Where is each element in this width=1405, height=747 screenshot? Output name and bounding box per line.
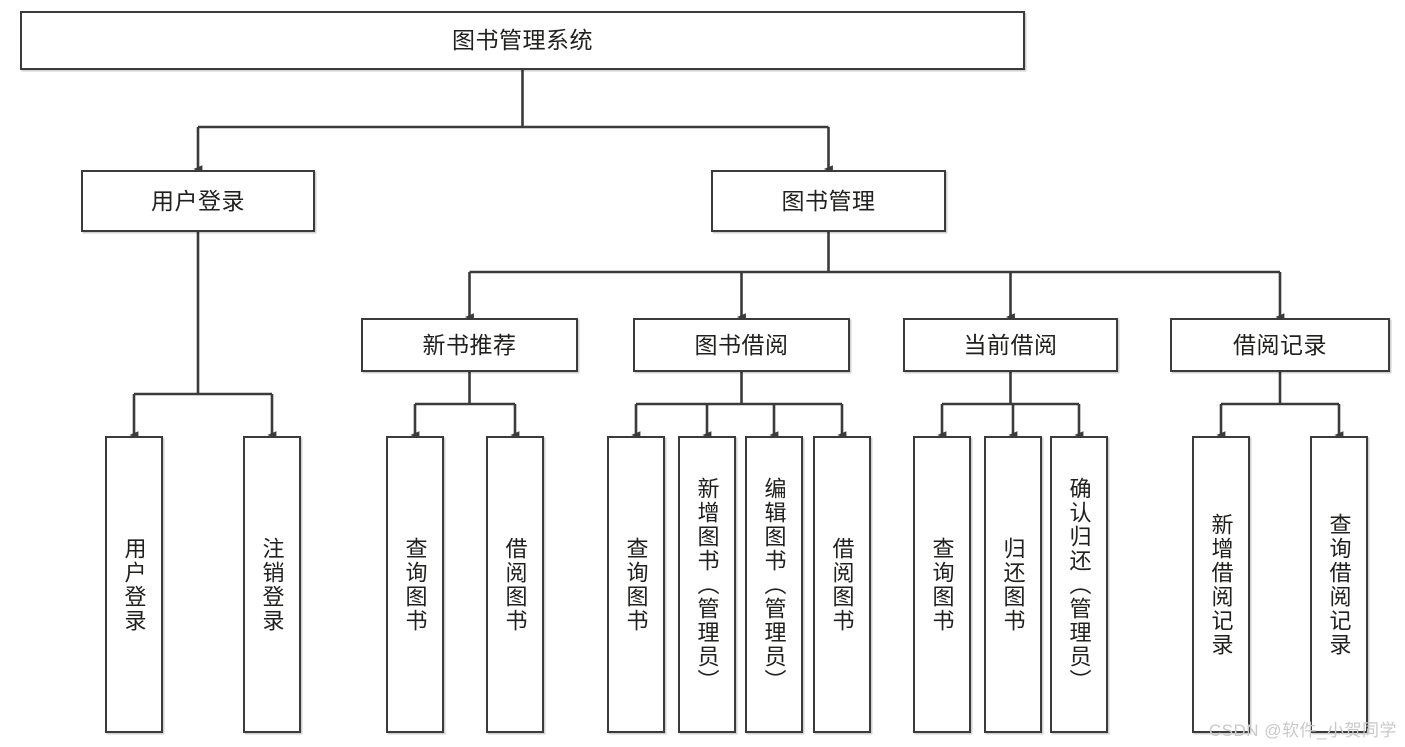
node-label-leaf-rec-query: 查询图书	[402, 536, 428, 633]
node-label-new-book-rec: 新书推荐	[422, 331, 517, 358]
csdn-watermark: CSDN @软件_小贺同学	[1208, 721, 1397, 740]
node-label-book-manage: 图书管理	[781, 187, 876, 214]
node-label-leaf-cb-query: 查询图书	[929, 536, 955, 633]
node-leaf-cb-return[interactable]: 归还图书	[984, 436, 1042, 733]
node-book-manage[interactable]: 图书管理	[711, 170, 946, 232]
node-label-user-login: 用户登录	[151, 187, 245, 214]
node-label-leaf-cb-confirm: 确认归还（管理员）	[1066, 476, 1092, 693]
node-label-leaf-rec-borrow: 借阅图书	[502, 536, 528, 633]
node-leaf-bb-query[interactable]: 查询图书	[607, 436, 665, 733]
node-leaf-bb-borrow[interactable]: 借阅图书	[813, 436, 871, 733]
node-label-book-borrow: 图书借阅	[694, 331, 789, 358]
node-leaf-logout[interactable]: 注销登录	[243, 436, 301, 733]
node-user-login[interactable]: 用户登录	[81, 170, 315, 232]
node-label-leaf-bb-query: 查询图书	[623, 536, 649, 633]
node-label-leaf-user-login: 用户登录	[121, 536, 147, 633]
node-borrow-record[interactable]: 借阅记录	[1170, 318, 1390, 372]
node-leaf-cb-query[interactable]: 查询图书	[913, 436, 971, 733]
node-leaf-cb-confirm[interactable]: 确认归还（管理员）	[1050, 436, 1108, 733]
node-leaf-br-add[interactable]: 新增借阅记录	[1192, 436, 1250, 733]
node-label-borrow-record: 借阅记录	[1233, 331, 1327, 358]
node-leaf-bb-edit[interactable]: 编辑图书（管理员）	[745, 436, 803, 733]
node-label-leaf-br-query: 查询借阅记录	[1326, 512, 1352, 657]
node-label-leaf-bb-borrow: 借阅图书	[829, 536, 855, 633]
node-book-borrow[interactable]: 图书借阅	[633, 318, 850, 372]
node-leaf-br-query[interactable]: 查询借阅记录	[1310, 436, 1368, 733]
node-current-borrow[interactable]: 当前借阅	[903, 318, 1118, 372]
node-leaf-user-login[interactable]: 用户登录	[105, 436, 163, 733]
node-label-root: 图书管理系统	[452, 27, 593, 54]
node-label-leaf-bb-add: 新增图书（管理员）	[694, 476, 720, 693]
node-label-leaf-br-add: 新增借阅记录	[1208, 512, 1234, 657]
node-label-current-borrow: 当前借阅	[963, 331, 1058, 358]
node-leaf-rec-query[interactable]: 查询图书	[386, 436, 444, 733]
node-label-leaf-cb-return: 归还图书	[1000, 536, 1026, 633]
node-root[interactable]: 图书管理系统	[20, 11, 1025, 70]
node-label-leaf-bb-edit: 编辑图书（管理员）	[761, 476, 787, 693]
node-label-leaf-logout: 注销登录	[259, 536, 285, 633]
node-new-book-rec[interactable]: 新书推荐	[361, 318, 578, 372]
node-leaf-rec-borrow[interactable]: 借阅图书	[486, 436, 544, 733]
node-leaf-bb-add[interactable]: 新增图书（管理员）	[678, 436, 736, 733]
